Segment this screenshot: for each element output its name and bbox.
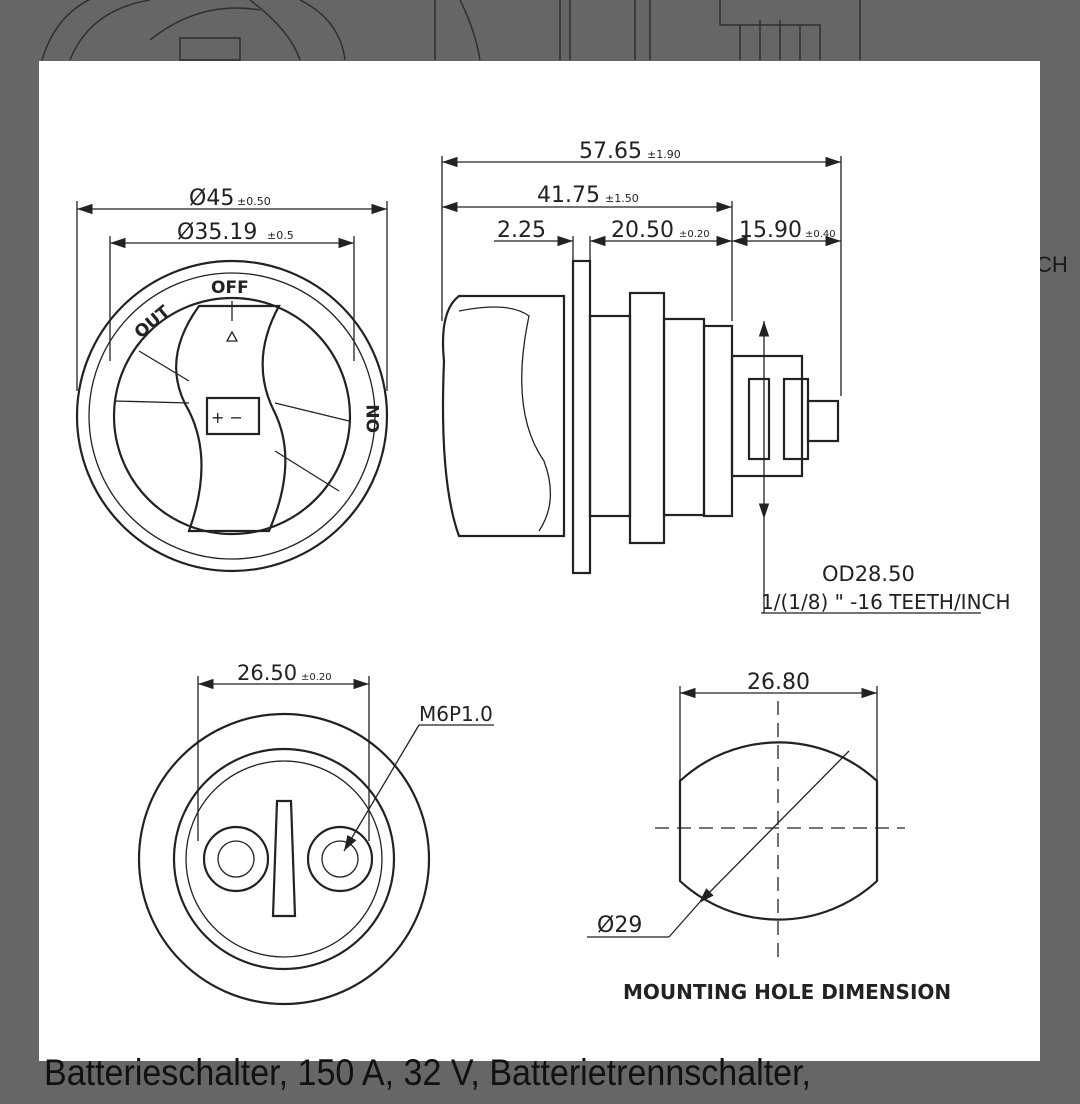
svg-text:OD28.50: OD28.50 — [822, 562, 915, 586]
technical-drawing: Ø45 ±0.50 Ø35.19 ±0.5 + − OFF OUT ON 57.… — [75, 139, 1011, 1006]
svg-text:ON: ON — [364, 404, 384, 433]
svg-text:OFF: OFF — [211, 278, 249, 298]
svg-text:57.65: 57.65 — [579, 139, 642, 164]
mounting-hole-view: 26.80 Ø29 MOUNTING HOLE DIMENSION — [587, 670, 951, 1004]
svg-text:±0.20: ±0.20 — [679, 229, 710, 240]
svg-text:Ø35.19: Ø35.19 — [177, 220, 257, 245]
svg-text:±0.5: ±0.5 — [267, 229, 294, 242]
svg-text:26.50: 26.50 — [237, 661, 297, 685]
svg-text:±0.20: ±0.20 — [301, 672, 332, 683]
svg-text:+ −: + − — [211, 408, 243, 427]
svg-text:±1.50: ±1.50 — [605, 192, 639, 205]
image-lightbox[interactable]: Ø45 ±0.50 Ø35.19 ±0.5 + − OFF OUT ON 57.… — [39, 61, 1040, 1061]
svg-text:±1.90: ±1.90 — [647, 148, 681, 161]
svg-text:MOUNTING HOLE DIMENSION: MOUNTING HOLE DIMENSION — [623, 980, 951, 1004]
svg-text:±0.40: ±0.40 — [805, 229, 836, 240]
svg-text:26.80: 26.80 — [747, 670, 810, 695]
front-view: Ø45 ±0.50 Ø35.19 ±0.5 + − OFF OUT ON — [75, 186, 389, 573]
svg-text:1/(1/8) " -16 TEETH/INCH: 1/(1/8) " -16 TEETH/INCH — [761, 590, 1011, 614]
svg-text:±0.50: ±0.50 — [237, 195, 271, 208]
svg-text:41.75: 41.75 — [537, 183, 600, 208]
svg-text:2.25: 2.25 — [497, 218, 546, 243]
svg-text:Ø29: Ø29 — [597, 913, 642, 938]
product-title: Batterieschalter, 150 A, 32 V, Batteriet… — [44, 1052, 812, 1093]
rear-view: 26.50 ±0.20 M6P1.0 — [137, 661, 494, 1006]
side-view: 57.65 ±1.90 41.75 ±1.50 2.25 20.50 ±0.20 15… — [441, 139, 1011, 614]
svg-text:M6P1.0: M6P1.0 — [419, 702, 493, 726]
svg-text:20.50: 20.50 — [611, 218, 674, 243]
svg-text:15.90: 15.90 — [739, 218, 802, 243]
svg-text:Ø45: Ø45 — [189, 186, 234, 211]
svg-text:OUT: OUT — [131, 302, 175, 343]
background-partial-text: CH — [1036, 252, 1068, 277]
